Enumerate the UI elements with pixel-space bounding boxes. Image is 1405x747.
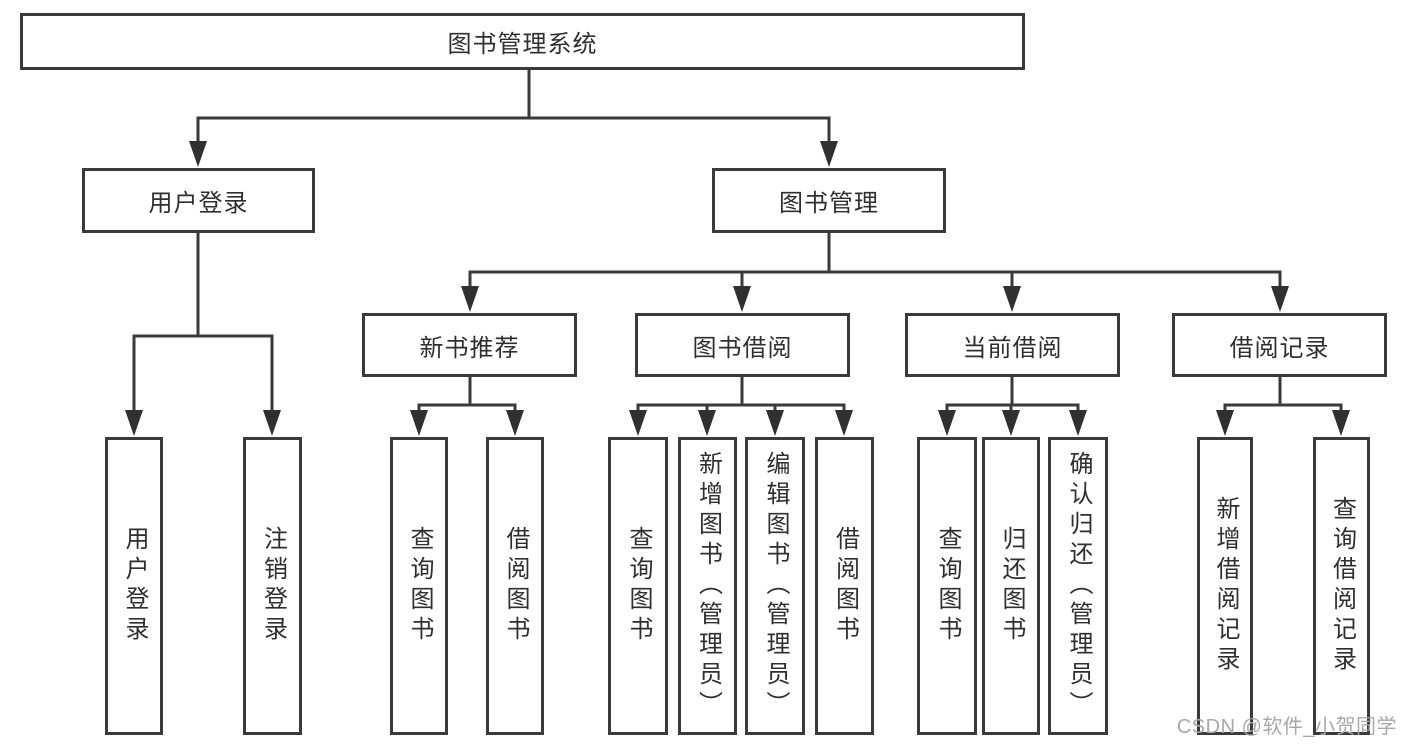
arrowhead-icon xyxy=(835,410,853,436)
node-add-borrow-record: 新增借阅记录 xyxy=(1197,437,1253,735)
arrowhead-icon xyxy=(733,286,751,312)
node-logout: 注销登录 xyxy=(243,437,302,735)
node-edit-books-admin: 编辑图书（管理员） xyxy=(745,437,805,735)
arrowhead-icon xyxy=(1069,410,1087,436)
node-add-books-admin: 新增图书（管理员） xyxy=(678,437,737,735)
arrowhead-icon xyxy=(461,286,479,312)
node-query-borrow-record: 查询借阅记录 xyxy=(1313,437,1370,735)
node-borrowing-records: 借阅记录 xyxy=(1172,313,1387,377)
arrowhead-icon xyxy=(125,410,143,436)
node-book-borrowing: 图书借阅 xyxy=(635,313,850,377)
node-user-login-group: 用户登录 xyxy=(82,168,315,233)
node-query-books-rec: 查询图书 xyxy=(390,437,448,735)
arrowhead-icon xyxy=(698,410,716,436)
arrowhead-icon xyxy=(1216,410,1234,436)
arrowhead-icon xyxy=(820,141,838,167)
watermark: CSDN @软件_小贺同学 xyxy=(1176,716,1397,738)
node-return-books: 归还图书 xyxy=(982,437,1040,735)
arrowhead-icon xyxy=(938,410,956,436)
node-query-books-current: 查询图书 xyxy=(917,437,977,735)
arrowhead-icon xyxy=(1002,410,1020,436)
node-borrow-books: 借阅图书 xyxy=(815,437,874,735)
node-current-borrowing: 当前借阅 xyxy=(905,313,1120,377)
node-new-book-recommend: 新书推荐 xyxy=(362,313,577,377)
arrowhead-icon xyxy=(1003,286,1021,312)
arrowhead-icon xyxy=(1332,410,1350,436)
node-query-books-borrow: 查询图书 xyxy=(608,437,668,735)
node-system-root: 图书管理系统 xyxy=(20,13,1025,70)
arrowhead-icon xyxy=(629,410,647,436)
node-confirm-return-admin: 确认归还（管理员） xyxy=(1048,437,1108,735)
arrowhead-icon xyxy=(410,410,428,436)
arrowhead-icon xyxy=(1271,286,1289,312)
node-borrow-books-rec: 借阅图书 xyxy=(486,437,544,735)
arrowhead-icon xyxy=(263,410,281,436)
arrowhead-icon xyxy=(189,141,207,167)
node-book-management: 图书管理 xyxy=(712,168,946,233)
arrowhead-icon xyxy=(766,410,784,436)
arrowhead-icon xyxy=(506,410,524,436)
node-user-login: 用户登录 xyxy=(105,437,163,735)
